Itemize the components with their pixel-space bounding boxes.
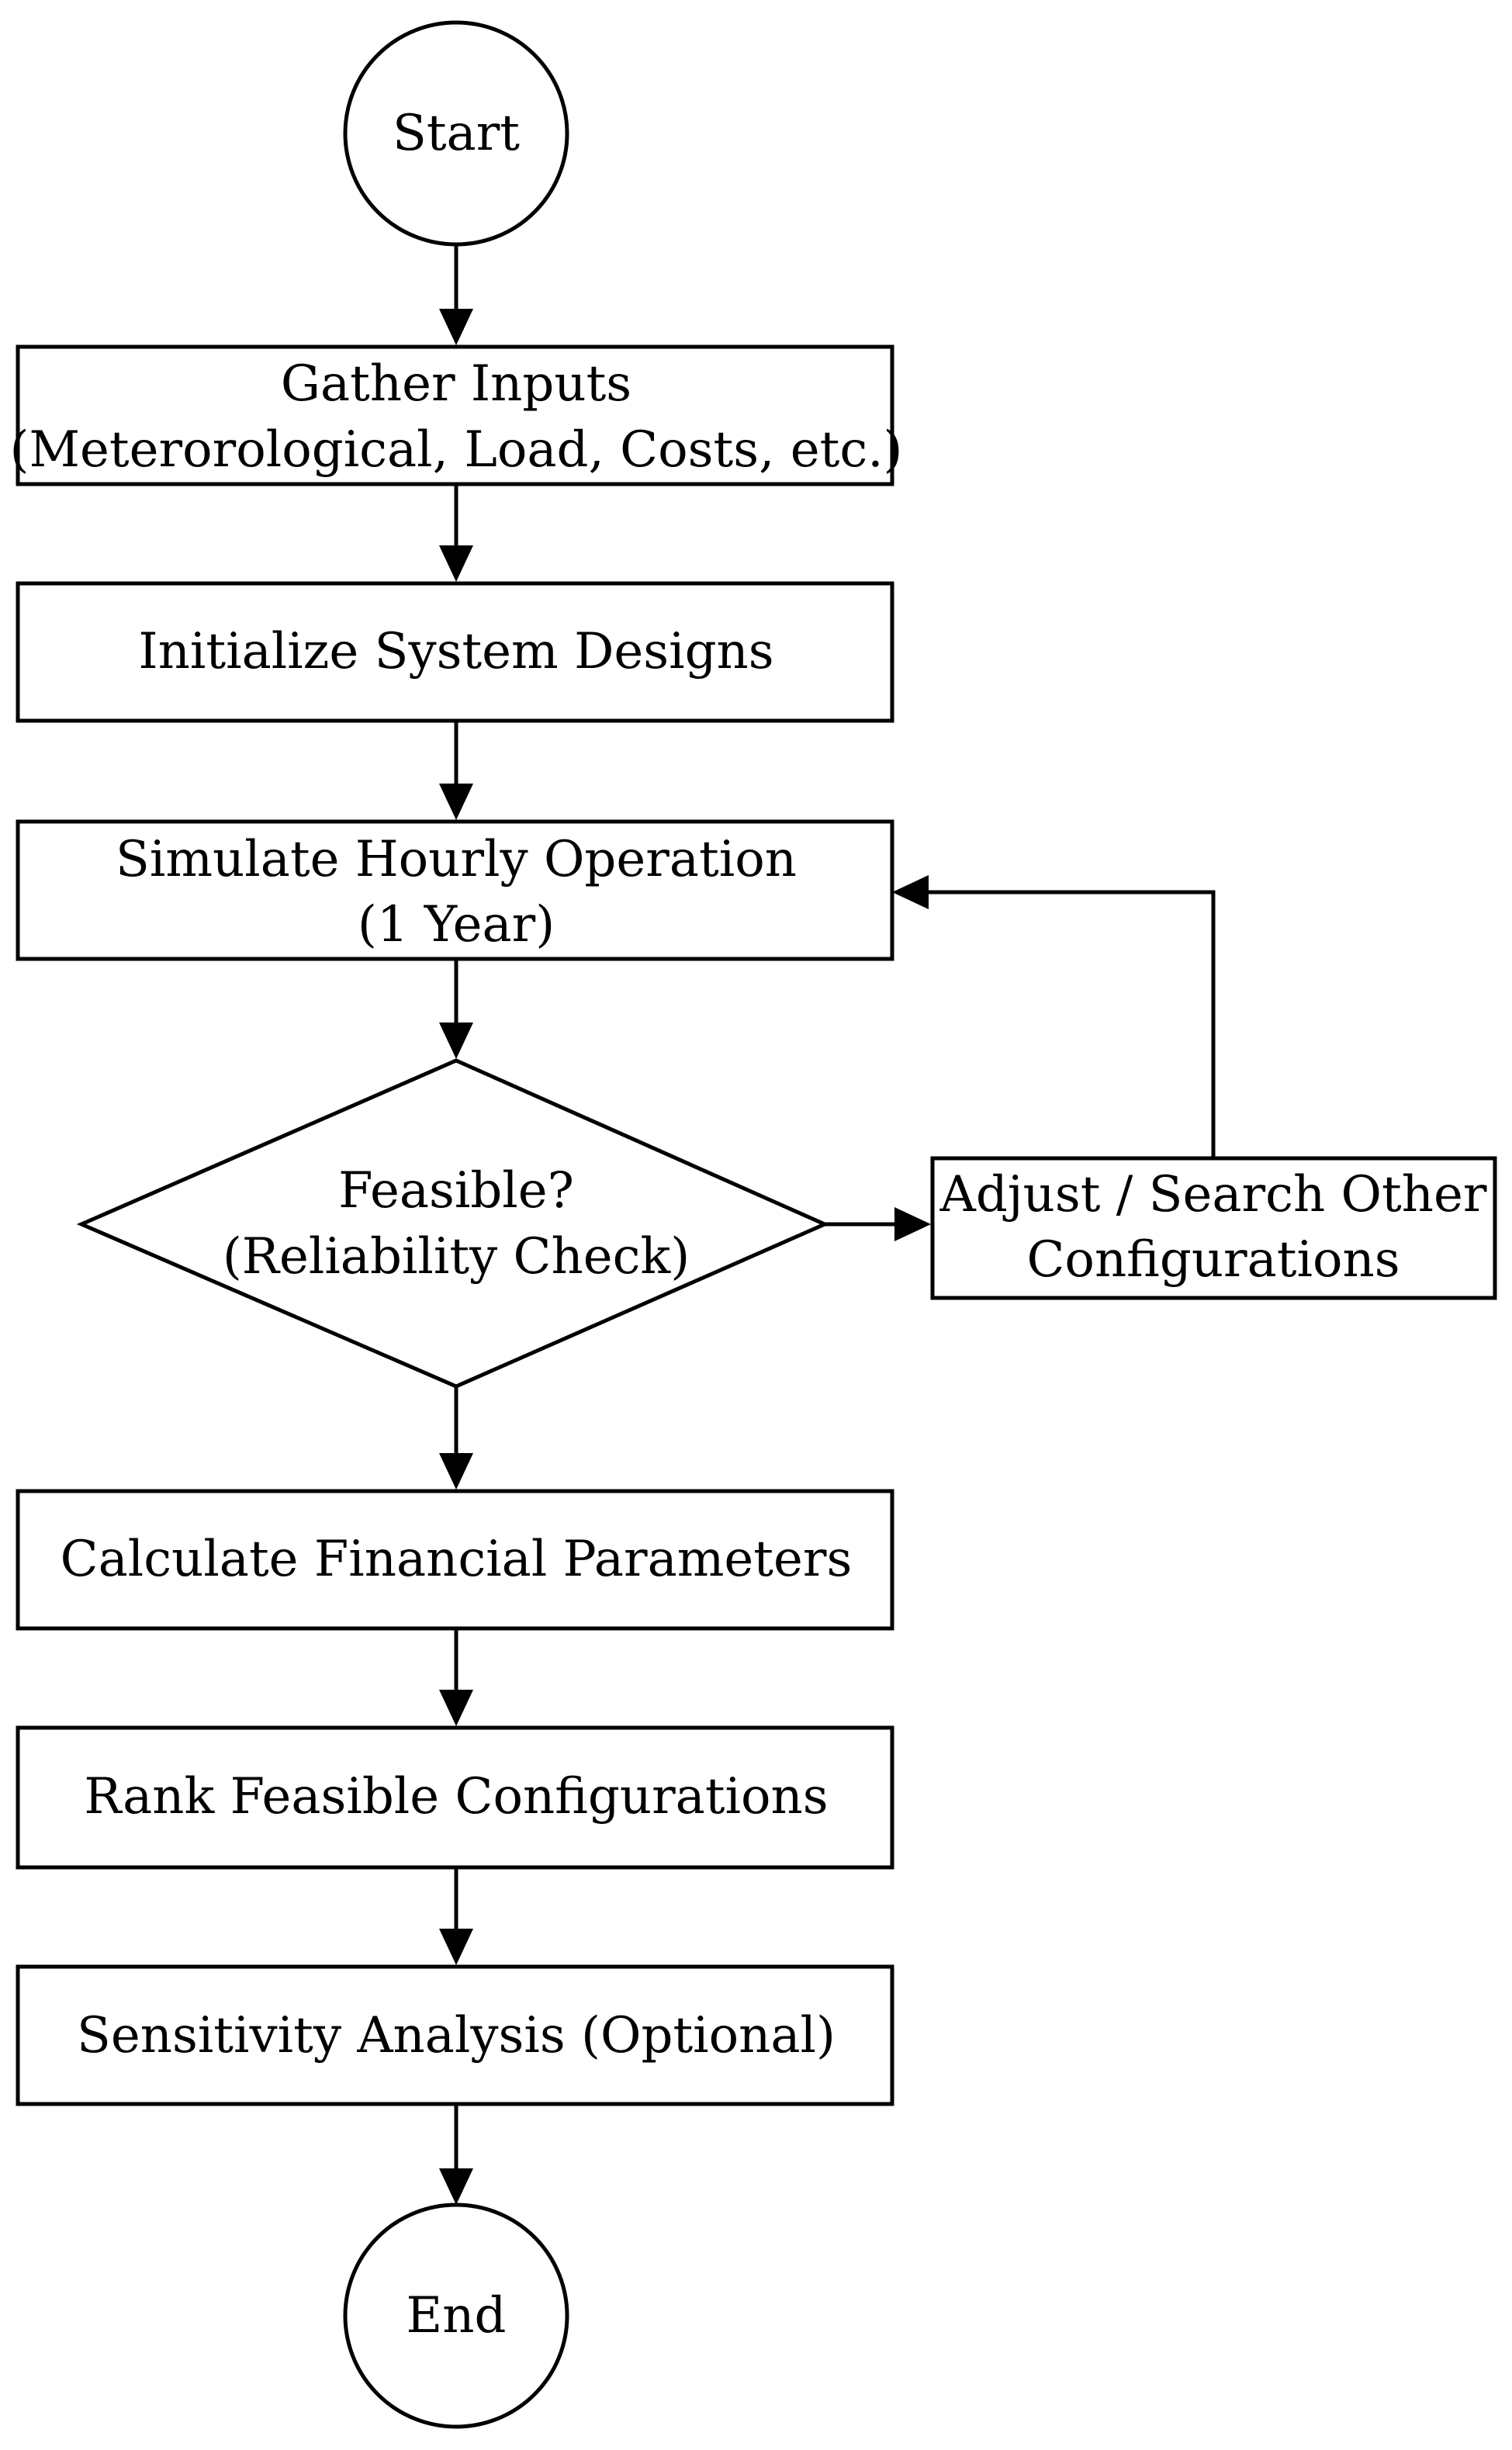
arrowhead bbox=[892, 875, 929, 909]
adjust-subtitle: Configurations bbox=[1026, 1231, 1400, 1289]
arrowhead bbox=[439, 545, 473, 582]
connector-initialize-to-simulate bbox=[439, 721, 473, 820]
arrowhead bbox=[439, 1453, 473, 1490]
arrowhead bbox=[439, 784, 473, 820]
gather-inputs-subtitle: (Meterorological, Load, Costs, etc.) bbox=[10, 421, 903, 479]
connector-calculate-to-rank bbox=[439, 1628, 473, 1726]
feasible-diamond bbox=[76, 1058, 830, 1389]
end-node: End bbox=[343, 2203, 569, 2429]
simulate-box bbox=[16, 819, 894, 961]
connector-simulate-to-feasible bbox=[439, 959, 473, 1059]
connector-start-to-gather bbox=[439, 244, 473, 345]
connector-feasible-to-adjust bbox=[825, 1207, 931, 1241]
arrowhead bbox=[439, 1023, 473, 1059]
sensitivity-label: Sensitivity Analysis (Optional) bbox=[77, 2007, 836, 2064]
feasible-title: Feasible? bbox=[338, 1162, 574, 1220]
arrowhead bbox=[439, 1929, 473, 1965]
adjust-title: Adjust / Search Other bbox=[939, 1166, 1487, 1223]
simulate-subtitle: (1 Year) bbox=[358, 896, 555, 953]
connector-feasible-to-calculate bbox=[439, 1386, 473, 1490]
start-label: Start bbox=[393, 105, 520, 162]
rank-node: Rank Feasible Configurations bbox=[16, 1725, 894, 1870]
end-circle bbox=[343, 2203, 569, 2429]
simulate-node: Simulate Hourly Operation (1 Year) bbox=[16, 819, 894, 961]
feasible-decision-node: Feasible? (Reliability Check) bbox=[76, 1058, 830, 1389]
gather-inputs-box bbox=[16, 344, 894, 486]
sensitivity-node: Sensitivity Analysis (Optional) bbox=[16, 1964, 894, 2106]
rank-box bbox=[16, 1725, 894, 1870]
feasible-subtitle: (Reliability Check) bbox=[223, 1228, 690, 1286]
simulate-title: Simulate Hourly Operation bbox=[116, 831, 797, 888]
connector-sensitivity-to-end bbox=[439, 2104, 473, 2205]
sensitivity-box bbox=[16, 1964, 894, 2106]
initialize-node: Initialize System Designs bbox=[16, 581, 894, 723]
arrowhead bbox=[439, 309, 473, 345]
calculate-node: Calculate Financial Parameters bbox=[16, 1489, 894, 1631]
rank-label: Rank Feasible Configurations bbox=[84, 1768, 828, 1825]
gather-inputs-node: Gather Inputs (Meterorological, Load, Co… bbox=[10, 344, 903, 486]
arrowhead bbox=[894, 1207, 931, 1241]
start-node: Start bbox=[343, 20, 569, 247]
adjust-node: Adjust / Search Other Configurations bbox=[930, 1156, 1497, 1300]
adjust-box bbox=[930, 1156, 1497, 1300]
initialize-label: Initialize System Designs bbox=[138, 623, 773, 680]
arrowhead bbox=[439, 2168, 473, 2205]
arrowhead bbox=[439, 1690, 473, 1726]
calculate-label: Calculate Financial Parameters bbox=[61, 1531, 853, 1588]
gather-inputs-title: Gather Inputs bbox=[281, 355, 631, 413]
connector-rank-to-sensitivity bbox=[439, 1867, 473, 1965]
connector-adjust-to-simulate-loop bbox=[892, 875, 1216, 1158]
end-label: End bbox=[407, 2287, 507, 2344]
connector-gather-to-initialize bbox=[439, 484, 473, 582]
